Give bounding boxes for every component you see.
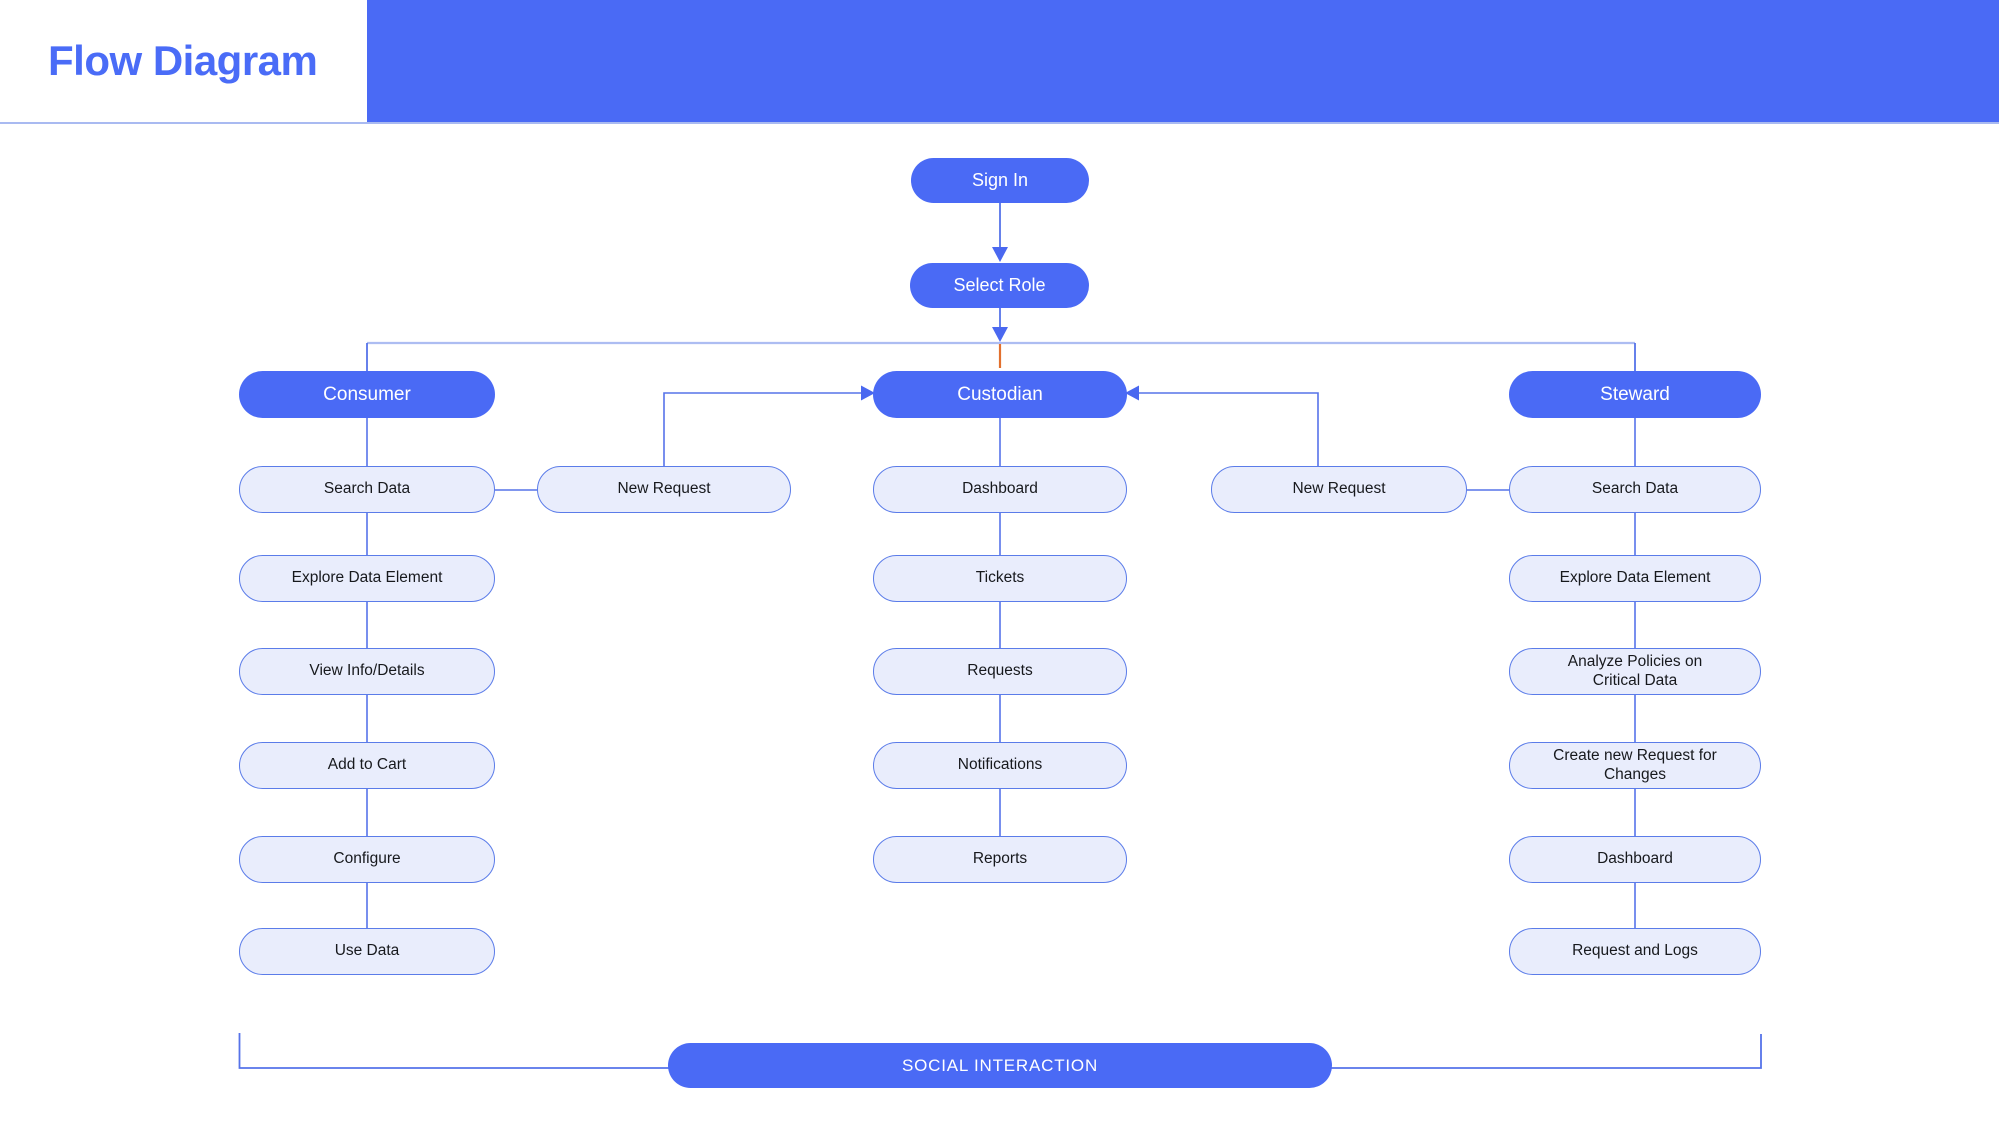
node-new-request-left[interactable]: New Request xyxy=(537,466,791,513)
node-steward-analyze-policies[interactable]: Analyze Policies on Critical Data xyxy=(1509,648,1761,695)
arrowhead-down-branch xyxy=(992,327,1008,342)
node-custodian-tickets[interactable]: Tickets xyxy=(873,555,1127,602)
node-steward-dashboard[interactable]: Dashboard xyxy=(1509,836,1761,883)
node-steward-search-data[interactable]: Search Data xyxy=(1509,466,1761,513)
node-social-interaction[interactable]: SOCIAL INTERACTION xyxy=(668,1043,1332,1088)
header-accent-bar xyxy=(367,0,1999,122)
node-consumer-use-data[interactable]: Use Data xyxy=(239,928,495,975)
arrowhead-down-selectrole xyxy=(992,247,1008,262)
node-custodian-reports[interactable]: Reports xyxy=(873,836,1127,883)
node-role-custodian[interactable]: Custodian xyxy=(873,371,1127,418)
node-consumer-search-data[interactable]: Search Data xyxy=(239,466,495,513)
node-select-role[interactable]: Select Role xyxy=(910,263,1089,308)
node-consumer-configure[interactable]: Configure xyxy=(239,836,495,883)
node-sign-in[interactable]: Sign In xyxy=(911,158,1089,203)
edge-newrequest-right-custodian xyxy=(1139,392,1319,466)
node-role-consumer[interactable]: Consumer xyxy=(239,371,495,418)
node-new-request-right[interactable]: New Request xyxy=(1211,466,1467,513)
arrowhead-left-custodian xyxy=(1125,385,1139,401)
node-custodian-requests[interactable]: Requests xyxy=(873,648,1127,695)
node-steward-request-and-logs[interactable]: Request and Logs xyxy=(1509,928,1761,975)
edge-newrequest-left-custodian xyxy=(663,392,861,466)
node-consumer-explore-data-element[interactable]: Explore Data Element xyxy=(239,555,495,602)
node-consumer-view-info-details[interactable]: View Info/Details xyxy=(239,648,495,695)
header: Flow Diagram xyxy=(0,0,1999,124)
node-steward-create-new-request[interactable]: Create new Request for Changes xyxy=(1509,742,1761,789)
node-custodian-dashboard[interactable]: Dashboard xyxy=(873,466,1127,513)
arrowhead-right-custodian xyxy=(861,385,875,401)
node-consumer-add-to-cart[interactable]: Add to Cart xyxy=(239,742,495,789)
node-role-steward[interactable]: Steward xyxy=(1509,371,1761,418)
page-title: Flow Diagram xyxy=(48,37,318,84)
node-custodian-notifications[interactable]: Notifications xyxy=(873,742,1127,789)
node-steward-explore-data-element[interactable]: Explore Data Element xyxy=(1509,555,1761,602)
